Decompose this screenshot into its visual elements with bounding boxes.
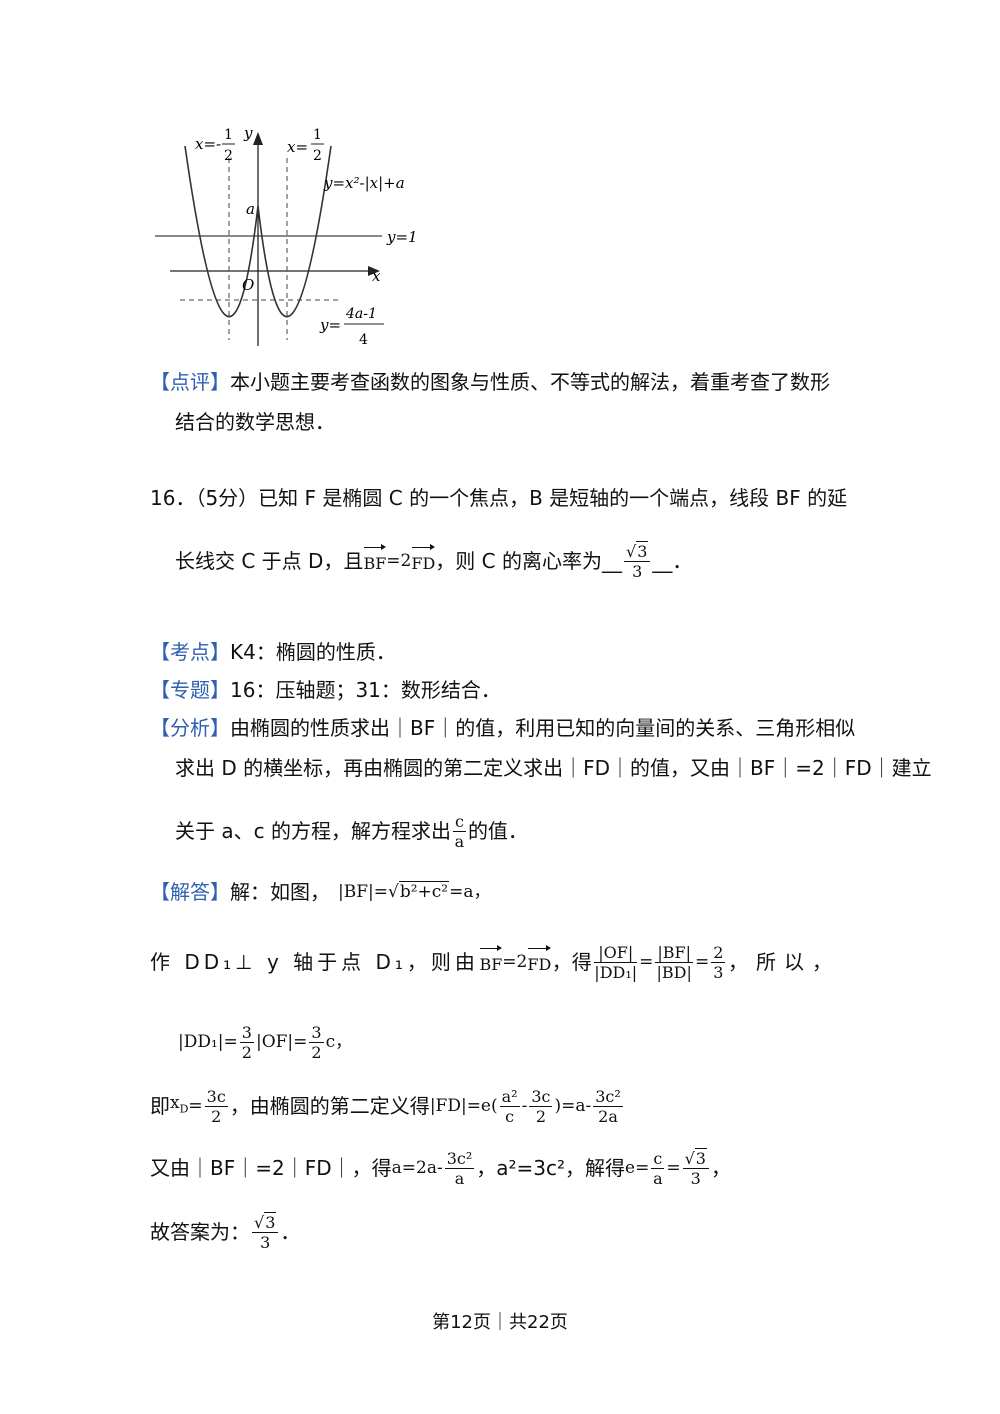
label-y-1: y=1	[386, 228, 418, 246]
review-line-1: 【点评】本小题主要考查函数的图象与性质、不等式的解法，着重考查了数形	[150, 368, 830, 396]
label-min-den: 4	[359, 332, 368, 348]
label-x-neg-num: 1	[224, 127, 233, 143]
y-axis-arrow	[253, 132, 263, 145]
jieda-line-2: 作 DD₁⊥ y 轴于点 D₁，则由 BF =2 FD ，得 |OF||DD₁|…	[150, 942, 840, 982]
vector-bf: BF	[363, 544, 386, 578]
graph-svg: x=- 1 2 y x= 1 2 y=x²-|x|+a a y=1 x O y=…	[155, 124, 418, 348]
label-origin: O	[242, 276, 254, 294]
label-min-num: 4a-1	[345, 306, 377, 322]
review-text-1: 本小题主要考查函数的图象与性质、不等式的解法，着重考查了数形	[230, 370, 830, 394]
label-min: y=	[319, 316, 341, 334]
problem-line-2: 长线交 C 于点 D，且 BF =2 FD ，则 C 的离心率为__ √3 3 …	[175, 540, 693, 581]
label-x-pos-num: 1	[313, 127, 322, 143]
label-x-neg-den: 2	[224, 148, 233, 164]
function-graph: x=- 1 2 y x= 1 2 y=x²-|x|+a a y=1 x O y=…	[150, 118, 430, 358]
fenxi-tag: 【分析】	[150, 716, 230, 740]
fenxi-line-1: 【分析】由椭圆的性质求出｜BF｜的值，利用已知的向量间的关系、三角形相似	[150, 716, 856, 740]
problem-line-1: 16．（5分）已知 F 是椭圆 C 的一个焦点，B 是短轴的一个端点，线段 BF…	[150, 486, 848, 510]
zhuanti-tag: 【专题】	[150, 678, 230, 702]
jieda-line-1: 【解答】 解：如图， |BF|= √b²+c² =a，	[150, 880, 491, 904]
answer-fraction: √3 3	[623, 540, 651, 581]
curve	[184, 145, 332, 318]
fenxi-line-2: 求出 D 的横坐标，再由椭圆的第二定义求出｜FD｜的值，又由｜BF｜=2｜FD｜…	[175, 756, 932, 780]
label-x-axis: x	[372, 267, 381, 285]
label-x-pos: x=	[287, 138, 308, 156]
label-curve: y=x²-|x|+a	[323, 174, 405, 192]
page-footer: 第12页｜共22页	[432, 1312, 568, 1333]
review-line-2: 结合的数学思想．	[175, 410, 335, 434]
label-a: a	[246, 200, 255, 218]
kaodian-tag: 【考点】	[150, 640, 230, 664]
label-x-neg: x=-	[195, 135, 221, 153]
kaodian-line: 【考点】K4：椭圆的性质．	[150, 640, 396, 664]
x-axis-arrow	[368, 266, 380, 276]
label-x-pos-den: 2	[313, 148, 322, 164]
vector-fd: FD	[411, 544, 435, 578]
review-tag: 【点评】	[150, 370, 230, 394]
jieda-tag: 【解答】	[150, 880, 230, 904]
label-y-axis: y	[243, 124, 253, 142]
zhuanti-line: 【专题】16：压轴题；31：数形结合．	[150, 678, 501, 702]
